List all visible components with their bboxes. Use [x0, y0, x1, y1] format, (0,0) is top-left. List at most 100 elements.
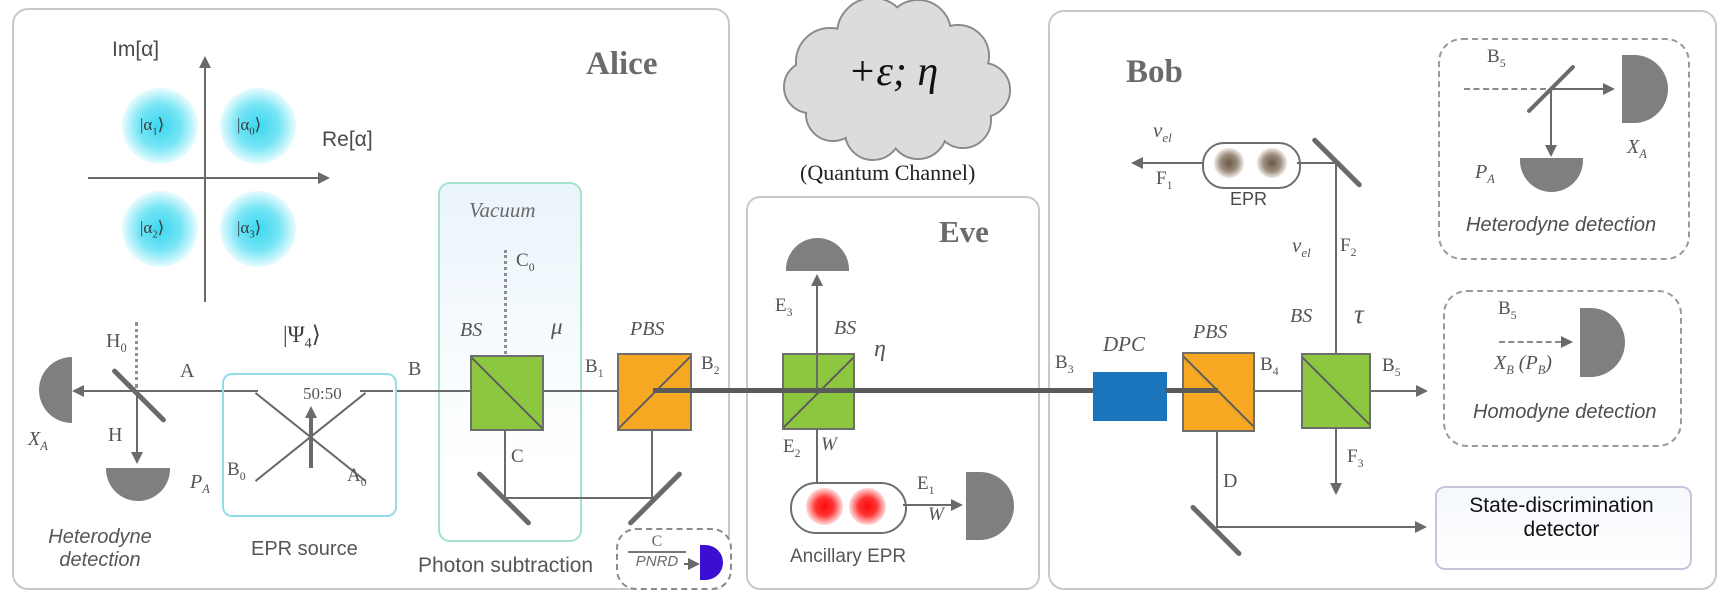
- ratio-50-50-label: 50:50: [303, 384, 342, 403]
- im-axis-label: Im[α]: [112, 38, 160, 61]
- heterodyne-detection-label: Heterodyne detection: [40, 526, 160, 572]
- mode-f1-label: F1: [1156, 168, 1173, 192]
- epr-stub-left: [224, 390, 258, 392]
- sdd-line1: State-discrimination: [1469, 494, 1654, 517]
- pnrd-detector: [700, 545, 723, 580]
- vel-label-2: vel: [1292, 233, 1311, 261]
- beamsplitter-bs-alice: [470, 355, 544, 431]
- beam-line-e2: [816, 428, 818, 484]
- mode-w-label: W: [821, 434, 837, 455]
- vacuum-port-c0-dotted-line: [504, 250, 507, 390]
- mu-label: μ: [551, 314, 563, 339]
- beam-line-d: [1216, 430, 1218, 528]
- xa-het-label: XA: [1627, 136, 1647, 161]
- bs-bob-label: BS: [1290, 305, 1313, 327]
- b5-dashed-arrow-line: [1499, 341, 1561, 343]
- mode-e2-label: E2: [783, 436, 801, 460]
- beam-line-f1: [1141, 162, 1202, 164]
- beam-arrow-f3: [1330, 483, 1342, 495]
- quantum-channel-line-2: [1165, 388, 1218, 393]
- mode-w2-label: W: [928, 504, 944, 525]
- pbs-alice-label: PBS: [630, 318, 665, 340]
- heterodyne-inset-label: Heterodyne detection: [1466, 214, 1657, 236]
- mode-f3-label: F3: [1347, 446, 1364, 470]
- pa-label: PA: [190, 471, 210, 496]
- mode-b2-label: B2: [701, 353, 720, 377]
- beam-arrow-to-xa: [72, 385, 84, 397]
- mode-b3-label: B3: [1055, 352, 1074, 376]
- beam-line-f3: [1335, 427, 1337, 483]
- state-alpha0-label: |α0⟩: [237, 115, 262, 138]
- beam-line-pbs-down: [651, 429, 653, 499]
- mode-f2-label: F2: [1340, 235, 1357, 259]
- b5-dashed-arrow-head: [1561, 336, 1573, 348]
- quantum-channel-line-1: [653, 388, 1095, 393]
- beam-arrow-b5: [1416, 385, 1428, 397]
- homodyne-detection-inset: [1443, 290, 1682, 447]
- im-axis-arrow: [199, 56, 211, 68]
- epr-mode-blob: [1214, 148, 1244, 178]
- epr-bob-label: EPR: [1230, 189, 1268, 209]
- beam-line-h: [136, 392, 138, 452]
- sdd-line2: detector: [1523, 518, 1600, 541]
- ancillary-epr-label: Ancillary EPR: [790, 546, 907, 567]
- pump-arrow-shaft: [309, 414, 313, 468]
- beam-line-to-xa-det: [1551, 88, 1605, 90]
- beam-line-e3: [816, 282, 818, 388]
- state-alpha2-label: |α2⟩: [140, 218, 165, 241]
- beam-arrow-to-pa-det: [1545, 145, 1557, 157]
- mode-b5-het-label: B5: [1487, 46, 1506, 70]
- epr-mode-blob: [806, 488, 843, 525]
- state-alpha1-label: |α1⟩: [140, 115, 165, 138]
- mode-b5-hom-label: B5: [1498, 298, 1517, 322]
- beam-arrow-e1: [951, 499, 963, 511]
- state-discrimination-detector-box: [1435, 486, 1692, 570]
- tau-label: τ: [1354, 299, 1364, 329]
- homodyne-inset-label: Homodyne detection: [1473, 401, 1657, 423]
- mode-e1-label: E1: [917, 473, 935, 497]
- heterodyne-line1: Heterodyne: [48, 526, 152, 548]
- pa-het-label: PA: [1475, 161, 1495, 186]
- beam-arrow-to-pa: [131, 452, 143, 464]
- eta-label: η: [874, 336, 886, 362]
- mode-b0-label: B0: [227, 459, 246, 483]
- epr-mode-blob: [1257, 148, 1287, 178]
- epr-mode-blob: [849, 488, 886, 525]
- xb-pb-label: XB (PB): [1494, 352, 1552, 377]
- beam-arrow-to-xa-det: [1603, 83, 1615, 95]
- vacuum-port-h0-dotted-line: [135, 322, 138, 388]
- pnrd-mode-c-label: C: [628, 533, 686, 553]
- epr-stub-right: [360, 390, 393, 392]
- eve-title: Eve: [939, 214, 989, 249]
- vel-label-1: vel: [1153, 118, 1172, 146]
- mode-d-label: D: [1223, 470, 1238, 492]
- coherent-state-blob: [220, 88, 296, 164]
- bob-title: Bob: [1126, 54, 1183, 90]
- beam-line-c: [504, 429, 506, 499]
- heterodyne-line2: detection: [59, 549, 141, 571]
- beam-line-f2: [1335, 164, 1337, 353]
- pump-arrow-head: [305, 406, 317, 418]
- mode-a0-label: A0: [347, 465, 367, 489]
- mode-b-label: B: [408, 358, 422, 380]
- b5-dashed-line: [1464, 88, 1546, 90]
- mode-c-label: C: [511, 446, 524, 467]
- alice-title: Alice: [586, 46, 658, 82]
- im-axis-line: [204, 64, 206, 302]
- heterodyne-detection-inset: [1438, 38, 1690, 260]
- psi4-state-label: |Ψ4⟩: [283, 322, 321, 352]
- pnrd-arrow-head: [688, 558, 700, 570]
- beam-arrow-f1: [1131, 157, 1143, 169]
- bs-alice-label: BS: [460, 319, 483, 341]
- beamsplitter-bs-bob: [1301, 353, 1371, 429]
- mode-h0-label: H0: [106, 330, 127, 355]
- channel-formula-label: +ε; η: [848, 49, 939, 95]
- mode-b4-label: B4: [1260, 354, 1279, 378]
- beam-line-e1: [903, 504, 955, 506]
- photon-subtraction-label: Photon subtraction: [418, 554, 594, 577]
- bs-diagonal: [472, 357, 542, 429]
- bs-eve-label: BS: [834, 317, 857, 339]
- mode-b1-label: B1: [585, 356, 604, 380]
- pbs-bob-label: PBS: [1193, 321, 1228, 343]
- beam-line-c-horizontal: [505, 497, 655, 499]
